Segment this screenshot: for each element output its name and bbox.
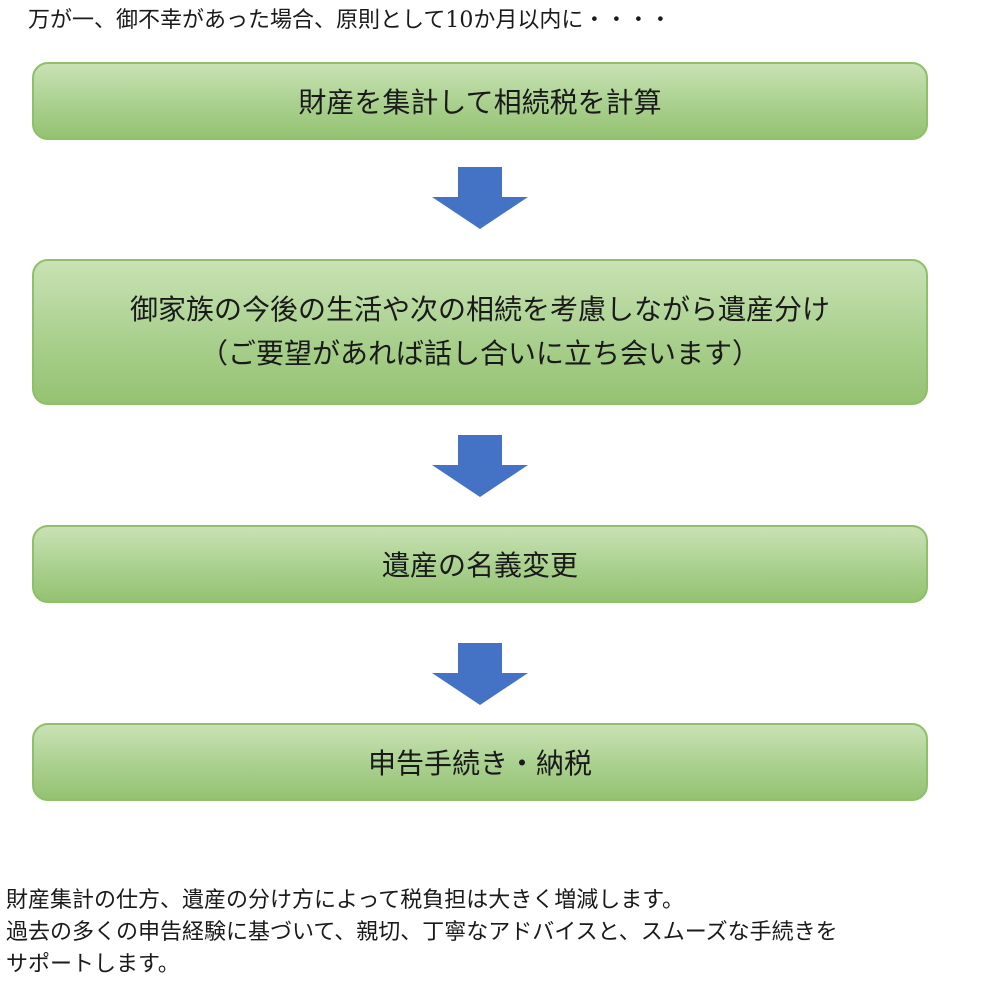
- step-box-calculate-tax: 財産を集計して相続税を計算: [32, 62, 928, 140]
- step-label: 遺産の名義変更: [381, 549, 578, 582]
- note-line: サポートします。: [6, 952, 180, 977]
- down-arrow-icon: [432, 167, 528, 229]
- step-label: 御家族の今後の生活や次の相続を考慮しながら遺産分け: [129, 293, 830, 326]
- note-line: 過去の多くの申告経験に基づいて、親切、丁寧なアドバイスと、スムーズな手続きを: [6, 920, 838, 945]
- step-label: 申告手続き・納税: [367, 747, 592, 780]
- intro-text: 万が一、御不幸があった場合、原則として10か月以内に・・・・: [28, 8, 672, 33]
- note-line: 財産集計の仕方、遺産の分け方によって税負担は大きく増減します。: [6, 888, 685, 913]
- down-arrow-icon: [432, 435, 528, 497]
- down-arrow-icon: [432, 643, 528, 705]
- step-label: 財産を集計して相続税を計算: [298, 86, 662, 119]
- step-box-estate-division: 御家族の今後の生活や次の相続を考慮しながら遺産分け （ご要望があれば話し合いに立…: [32, 259, 928, 405]
- step-box-filing-payment: 申告手続き・納税: [32, 723, 928, 801]
- step-box-name-change: 遺産の名義変更: [32, 525, 928, 603]
- step-sublabel: （ご要望があれば話し合いに立ち会います）: [199, 337, 760, 370]
- footer-note: 財産集計の仕方、遺産の分け方によって税負担は大きく増減します。 過去の多くの申告…: [6, 885, 996, 981]
